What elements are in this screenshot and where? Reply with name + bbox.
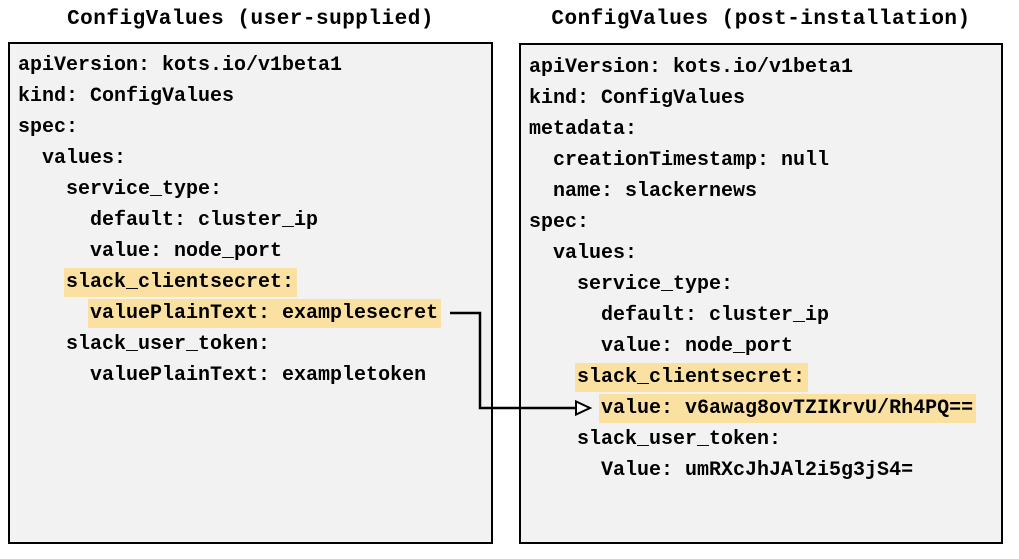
- yaml-indent: [18, 240, 90, 263]
- yaml-line: value: v6awag8ovTZIKrvU/Rh4PQ==: [529, 393, 995, 424]
- yaml-line: Value: umRXcJhJAl2i5g3jS4=: [529, 455, 995, 486]
- post-installation-panel-title: ConfigValues (post-installation): [551, 8, 971, 31]
- yaml-indent: [18, 333, 66, 356]
- highlighted-yaml-text: value: v6awag8ovTZIKrvU/Rh4PQ==: [599, 394, 977, 423]
- yaml-text: values:: [42, 147, 127, 170]
- yaml-line: service_type:: [18, 174, 485, 205]
- yaml-text: slack_user_token:: [577, 428, 782, 451]
- yaml-line: default: cluster_ip: [529, 300, 995, 331]
- yaml-indent: [529, 149, 553, 172]
- yaml-line: kind: ConfigValues: [18, 81, 485, 112]
- yaml-line: spec:: [529, 207, 995, 238]
- yaml-line: creationTimestamp: null: [529, 145, 995, 176]
- yaml-line: spec:: [18, 112, 485, 143]
- yaml-text: creationTimestamp: null: [553, 149, 830, 172]
- yaml-indent: [529, 397, 601, 420]
- yaml-indent: [18, 271, 66, 294]
- highlighted-yaml-text: slack_clientsecret:: [64, 268, 298, 297]
- yaml-line: default: cluster_ip: [18, 205, 485, 236]
- user-supplied-yaml-lines: apiVersion: kots.io/v1beta1 kind: ConfigV…: [18, 50, 485, 391]
- yaml-line: apiVersion: kots.io/v1beta1: [18, 50, 485, 81]
- yaml-indent: [18, 209, 90, 232]
- yaml-line: name: slackernews: [529, 176, 995, 207]
- yaml-text: kind: ConfigValues: [529, 87, 746, 110]
- yaml-indent: [18, 147, 42, 170]
- yaml-line: slack_user_token:: [529, 424, 995, 455]
- yaml-line: slack_user_token:: [18, 329, 485, 360]
- yaml-text: spec:: [18, 116, 79, 139]
- yaml-line: slack_clientsecret:: [18, 267, 485, 298]
- yaml-text: apiVersion: kots.io/v1beta1: [18, 54, 343, 77]
- yaml-indent: [18, 364, 90, 387]
- yaml-indent: [18, 178, 66, 201]
- yaml-line: apiVersion: kots.io/v1beta1: [529, 52, 995, 83]
- yaml-line: metadata:: [529, 114, 995, 145]
- yaml-indent: [529, 242, 553, 265]
- yaml-line: service_type:: [529, 269, 995, 300]
- yaml-line: values:: [18, 143, 485, 174]
- yaml-indent: [529, 304, 601, 327]
- yaml-text: slack_user_token:: [66, 333, 271, 356]
- yaml-line: valuePlainText: examplesecret: [18, 298, 485, 329]
- yaml-indent: [529, 335, 601, 358]
- yaml-line: valuePlainText: exampletoken: [18, 360, 485, 391]
- yaml-indent: [529, 428, 577, 451]
- yaml-text: metadata:: [529, 118, 638, 141]
- yaml-line: values:: [529, 238, 995, 269]
- highlighted-yaml-text: slack_clientsecret:: [575, 363, 809, 392]
- yaml-text: apiVersion: kots.io/v1beta1: [529, 56, 854, 79]
- yaml-line: value: node_port: [529, 331, 995, 362]
- yaml-text: spec:: [529, 211, 590, 234]
- post-installation-config-panel: apiVersion: kots.io/v1beta1 kind: ConfigV…: [519, 43, 1003, 544]
- yaml-indent: [529, 459, 601, 482]
- yaml-text: valuePlainText: exampletoken: [90, 364, 427, 387]
- yaml-line: kind: ConfigValues: [529, 83, 995, 114]
- yaml-text: service_type:: [66, 178, 223, 201]
- yaml-indent: [529, 273, 577, 296]
- highlighted-yaml-text: valuePlainText: examplesecret: [88, 299, 442, 328]
- yaml-text: default: cluster_ip: [90, 209, 319, 232]
- yaml-indent: [18, 302, 90, 325]
- yaml-text: default: cluster_ip: [601, 304, 830, 327]
- yaml-text: value: node_port: [601, 335, 794, 358]
- yaml-line: value: node_port: [18, 236, 485, 267]
- yaml-line: slack_clientsecret:: [529, 362, 995, 393]
- user-supplied-panel-title: ConfigValues (user-supplied): [67, 8, 434, 31]
- yaml-indent: [529, 180, 553, 203]
- yaml-text: kind: ConfigValues: [18, 85, 235, 108]
- yaml-text: value: node_port: [90, 240, 283, 263]
- yaml-indent: [529, 366, 577, 389]
- user-supplied-config-panel: apiVersion: kots.io/v1beta1 kind: ConfigV…: [8, 42, 493, 544]
- yaml-text: name: slackernews: [553, 180, 758, 203]
- yaml-text: Value: umRXcJhJAl2i5g3jS4=: [601, 459, 914, 482]
- yaml-text: service_type:: [577, 273, 734, 296]
- post-installation-yaml-lines: apiVersion: kots.io/v1beta1 kind: ConfigV…: [529, 52, 995, 486]
- yaml-text: values:: [553, 242, 638, 265]
